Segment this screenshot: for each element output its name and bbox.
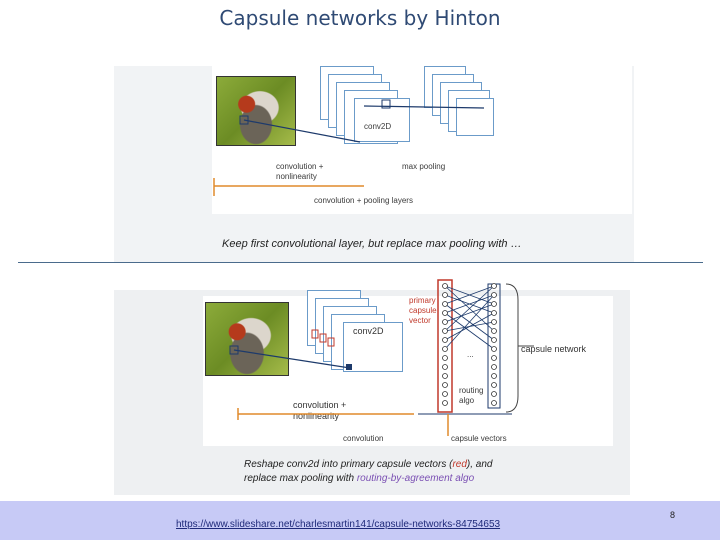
primary-capsule-node	[442, 382, 448, 388]
capsule-node	[491, 400, 497, 406]
max-pooling-label: max pooling	[402, 162, 446, 171]
primary-capsule-node	[442, 355, 448, 361]
layers-label: convolution + pooling layers	[314, 196, 413, 205]
conv-nonlinearity-label: convolution + nonlinearity	[276, 162, 323, 182]
primary-capsule-node	[442, 301, 448, 307]
slide-footer: https://www.slideshare.net/charlesmartin…	[0, 501, 720, 540]
capsule-node	[491, 310, 497, 316]
caption-red-word: red	[452, 459, 467, 470]
ellipsis-label: ...	[467, 350, 474, 359]
bottom-figure-canvas: conv2D primary capsule vector routing al…	[203, 290, 613, 446]
capsule-node	[491, 283, 497, 289]
conv-nonlinearity-label: convolution + nonlinearity	[293, 400, 346, 422]
convolution-label: convolution	[343, 434, 384, 443]
bird-image	[216, 76, 296, 146]
primary-capsule-node	[442, 373, 448, 379]
bird-image	[205, 302, 289, 376]
bottom-figure-panel: conv2D primary capsule vector routing al…	[114, 279, 630, 495]
primary-capsule-node	[442, 283, 448, 289]
feature-map	[354, 98, 410, 142]
primary-capsule-line3: vector	[409, 316, 431, 325]
caption-purple-phrase: routing-by-agreement algo	[356, 473, 475, 484]
connection-line	[444, 312, 495, 341]
primary-capsule-line2: capsule	[409, 306, 437, 315]
primary-capsule-node	[442, 337, 448, 343]
top-figure-canvas: conv2D convolution + nonlinearity max po…	[212, 66, 632, 214]
primary-capsule-label: primary capsule vector	[409, 296, 437, 326]
primary-capsule-node	[442, 391, 448, 397]
conv2d-label: conv2D	[353, 326, 384, 336]
top-caption: Keep first convolutional layer, but repl…	[222, 238, 522, 250]
capsule-node	[491, 382, 497, 388]
top-figure-arrows	[213, 99, 485, 196]
bottom-caption: Reshape conv2d into primary capsule vect…	[244, 458, 544, 486]
capsule-node	[491, 346, 497, 352]
capsule-node	[491, 364, 497, 370]
conv2d-label: conv2D	[364, 122, 392, 131]
primary-capsule-node	[442, 292, 448, 298]
pooled-map	[456, 98, 494, 136]
conv-nonlinearity-line1: convolution +	[293, 400, 347, 410]
caption-line1-start: Reshape conv2d into primary capsule vect…	[244, 459, 453, 470]
top-figure-panel: conv2D convolution + nonlinearity max po…	[114, 66, 634, 262]
connection-line	[444, 285, 495, 332]
capsule-node	[491, 292, 497, 298]
capsule-node	[491, 319, 497, 325]
connection-line	[444, 312, 495, 350]
capsule-node	[491, 355, 497, 361]
primary-capsule-node	[442, 319, 448, 325]
primary-capsule-node	[442, 310, 448, 316]
capsule-node	[491, 373, 497, 379]
section-divider	[18, 262, 703, 263]
primary-capsule-line1: primary	[409, 296, 436, 305]
capsule-vectors-label: capsule vectors	[451, 434, 507, 443]
capsule-network-label: capsule network	[521, 344, 587, 354]
connection-line	[444, 294, 495, 350]
capsule-node	[491, 301, 497, 307]
caption-line1-end: ), and	[466, 459, 493, 470]
capsule-node	[491, 337, 497, 343]
routing-algo-line2: algo	[459, 396, 475, 405]
connection-line	[444, 285, 495, 305]
feature-map	[343, 322, 403, 372]
connection-line	[444, 294, 495, 314]
page-number: 8	[670, 510, 676, 520]
capsule-node	[491, 328, 497, 334]
primary-capsule-node	[442, 328, 448, 334]
slide-title: Capsule networks by Hinton	[219, 6, 501, 30]
routing-algo-line1: routing	[459, 386, 484, 395]
capsule-node	[491, 391, 497, 397]
primary-capsule-node	[442, 364, 448, 370]
conv-nonlinearity-line1: convolution +	[276, 162, 324, 171]
routing-algo-label: routing algo	[459, 386, 483, 406]
primary-capsule-node	[442, 400, 448, 406]
conv-nonlinearity-line2: nonlinearity	[276, 172, 317, 181]
caption-line2-start: replace max pooling with	[244, 473, 357, 484]
conv-nonlinearity-line2: nonlinearity	[293, 411, 340, 421]
capsule-network-diagram	[229, 279, 534, 436]
primary-capsule-node	[442, 346, 448, 352]
source-link[interactable]: https://www.slideshare.net/charlesmartin…	[176, 519, 501, 530]
